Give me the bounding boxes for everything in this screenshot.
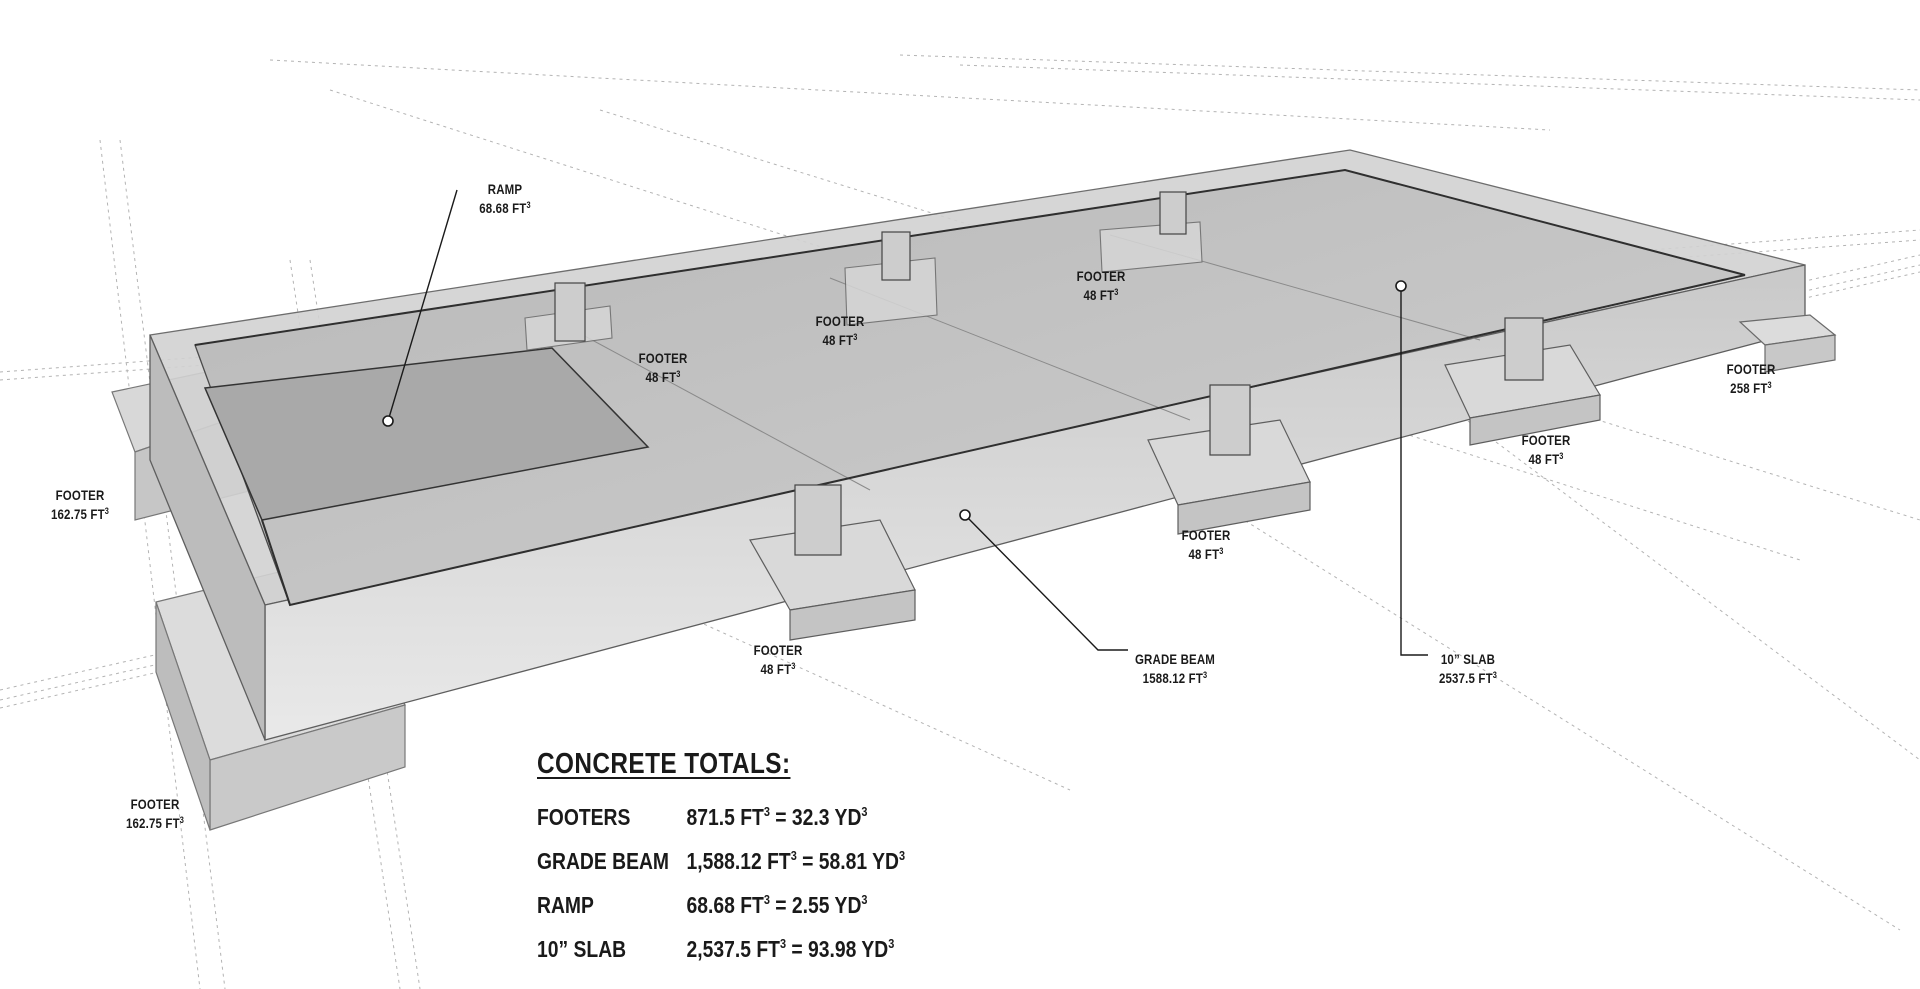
label-footer-back-mid: FOOTER 48 FT3 [815,313,865,348]
leader-lines [387,189,1428,656]
label-footer-front-left: FOOTER 48 FT3 [753,642,803,677]
label-footer-left-lower: FOOTER 162.75 FT3 [125,796,185,831]
label-grade-beam: GRADE BEAM 1588.12 FT3 [1134,651,1216,686]
totals-row-grade-beam: GRADE BEAM 1,588.12 FT3 = 58.81 YD3 [537,847,906,874]
label-footer-back-left: FOOTER 48 FT3 [638,350,688,385]
label-footer-front-right: FOOTER 48 FT3 [1521,432,1571,467]
label-footer-back-right: FOOTER 48 FT3 [1076,268,1126,303]
totals-row-footers: FOOTERS 871.5 FT3 = 32.3 YD3 [537,803,868,830]
label-footer-front-mid: FOOTER 48 FT3 [1181,527,1231,562]
label-ramp: RAMP 68.68 FT3 [479,181,531,216]
ramp-marker [382,415,394,427]
label-footer-right-end: FOOTER 258 FT3 [1726,361,1776,396]
totals-row-ramp: RAMP 68.68 FT3 = 2.55 YD3 [537,891,868,918]
totals-row-slab: 10” SLAB 2,537.5 FT3 = 93.98 YD3 [537,935,895,962]
pilasters [554,191,1544,556]
totals-title: CONCRETE TOTALS: [537,748,791,780]
concrete-totals: CONCRETE TOTALS: FOOTERS 871.5 FT3 = 32.… [537,748,905,971]
label-footer-left-upper: FOOTER 162.75 FT3 [50,487,110,522]
label-slab: 10” SLAB 2537.5 FT3 [1438,651,1498,686]
ramp-block [203,347,650,521]
footer-right-end-block [1738,314,1837,373]
callout-markers [382,280,1407,521]
slab-marker [1395,280,1407,292]
grade-beam-marker [959,509,971,521]
